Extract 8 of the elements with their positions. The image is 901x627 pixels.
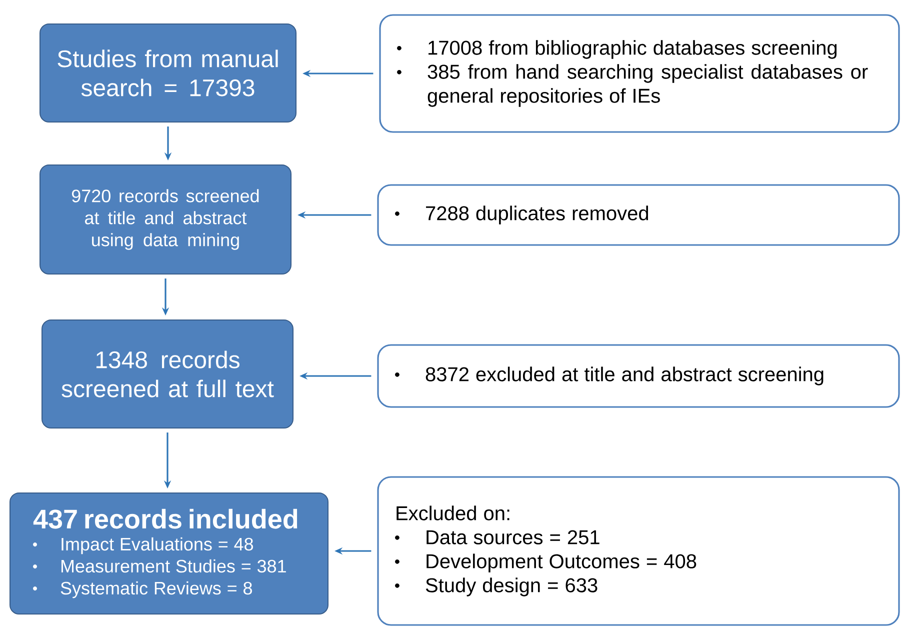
note-box: 8372 excluded at title and abstract screening — [377, 344, 900, 408]
process-box: 1348 records screened at full text — [42, 320, 294, 428]
note-box: 7288 duplicates removed — [377, 184, 900, 246]
result-box: 437 records included Impact Evaluations = 48 Measurement Studies = 381 Systematic Reviews = 8 — [10, 492, 328, 614]
process-box: 9720 records screened at title and abstract using data mining — [40, 164, 292, 274]
note-box: 17008 from bibliographic databases screening 385 from hand searching specialist databases or general repositories of IEs — [379, 14, 900, 133]
note-box: Excluded on: Data sources = 251 Development Outcomes = 408 Study design = 633 — [377, 476, 900, 626]
process-box: Studies from manual search = 17393 — [40, 24, 296, 122]
